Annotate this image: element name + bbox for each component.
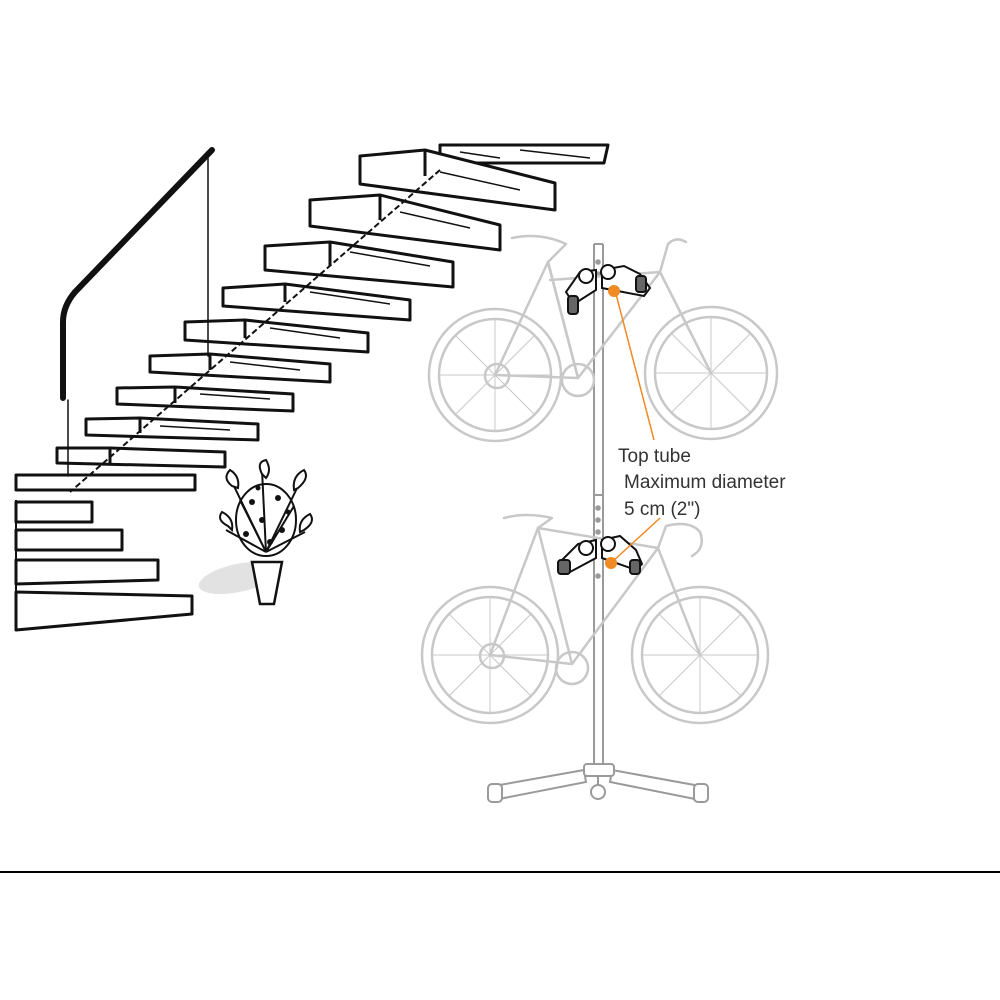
stair-stringer [69, 169, 441, 493]
callout-leaders [610, 293, 661, 564]
upper-treads [14, 143, 610, 492]
road-bike-outline [420, 513, 770, 725]
potted-plant-illustration [198, 458, 313, 606]
stand-tripod-base [487, 763, 709, 803]
callout-diameter-value: 5 cm (2") [624, 499, 701, 520]
callout-max-diameter: Maximum diameter [624, 472, 786, 493]
upper-hanger-arms [564, 264, 652, 315]
staircase-illustration [14, 143, 610, 632]
callout-top-tube: Top tube [618, 446, 691, 467]
tread-grain [159, 149, 591, 431]
handrail [60, 147, 215, 477]
lower-steps [14, 500, 194, 632]
top-tube-marker-lower [605, 557, 617, 569]
bike-stand-pole [593, 243, 604, 768]
floor-divider-line [0, 871, 1000, 873]
top-tube-marker-upper [608, 285, 620, 297]
lower-hanger-arms [557, 534, 644, 575]
